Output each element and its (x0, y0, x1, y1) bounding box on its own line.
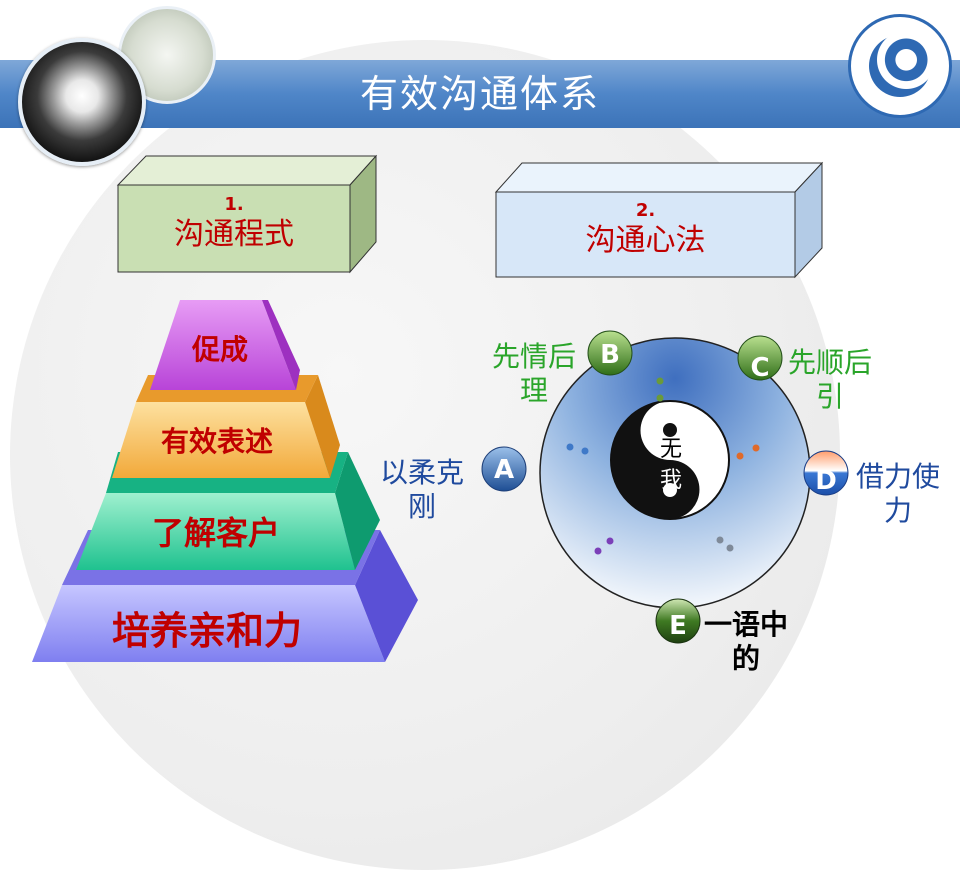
pyramid (32, 300, 418, 662)
box-1-text: 沟通程式 (174, 217, 294, 252)
pyramid-level-4-label: 培养亲和力 (111, 609, 302, 653)
box-1-label: 1. 沟通程式 (118, 194, 350, 255)
box-2-label: 2. 沟通心法 (496, 200, 795, 261)
pyramid-level-3-label: 了解客户 (151, 514, 280, 552)
box-2 (494, 161, 824, 279)
center-text-2: 我 (660, 468, 683, 493)
box-1 (116, 154, 378, 274)
badge-a-letter: A (493, 455, 515, 485)
box-1-number: 1. (224, 194, 244, 215)
slide-title: 有效沟通体系 (359, 72, 600, 116)
pyramid-level-1-label: 促成 (191, 333, 248, 366)
badge-b-letter: B (600, 340, 620, 370)
decorative-dots (566, 377, 760, 555)
school-logo (848, 14, 952, 118)
center-text-1: 无 (660, 437, 683, 462)
box-2-text: 沟通心法 (585, 223, 706, 258)
badge-e-letter: E (669, 611, 687, 641)
label-e: 一语中的 (703, 608, 788, 675)
dandelion-photo (18, 38, 146, 166)
boxes-layer (116, 154, 824, 279)
label-d: 借力使力 (855, 460, 940, 527)
pyramid-level-2-label: 有效表述 (160, 425, 273, 458)
badge-c-letter: C (750, 353, 770, 383)
label-b: 先情后理 (491, 340, 576, 407)
badge-a-icon (481, 446, 527, 492)
label-a: 以柔克刚 (379, 456, 464, 523)
logo-emblem-icon (869, 35, 931, 97)
box-2-number: 2. (635, 200, 656, 221)
pyramid-level-1 (150, 300, 300, 390)
badge-e-icon (655, 598, 701, 644)
yin-yang-icon (610, 400, 730, 520)
badge-c-icon (737, 335, 783, 381)
label-c: 先顺后引 (787, 346, 872, 413)
badge-d-letter: D (815, 466, 837, 496)
heart-method-diagram (481, 330, 849, 644)
badge-d-icon (803, 450, 849, 496)
badge-b-icon (587, 330, 633, 376)
